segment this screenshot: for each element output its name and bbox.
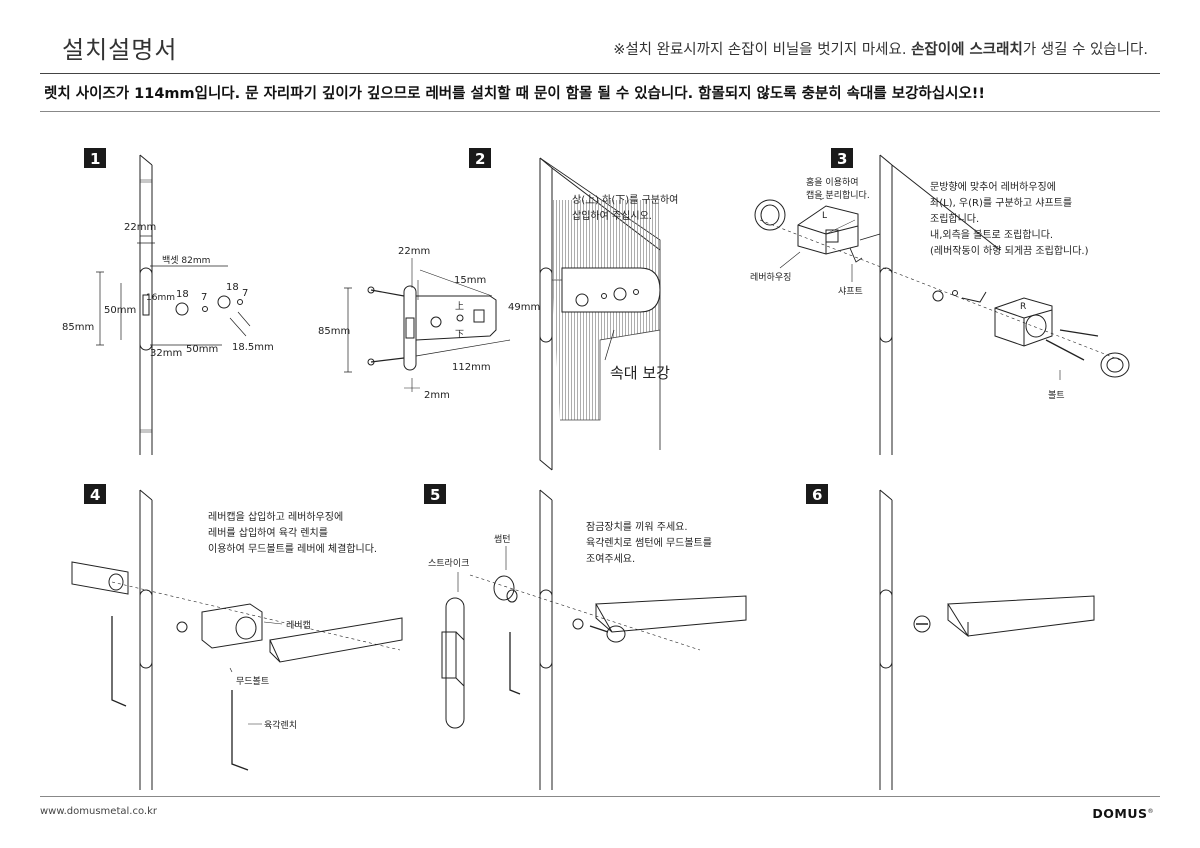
mark-up: 上 xyxy=(455,301,464,312)
spindle-hole-2 xyxy=(217,295,231,309)
step-3 xyxy=(754,148,1130,455)
latch-mortise xyxy=(139,267,153,351)
lever-4 xyxy=(269,617,403,663)
lever-cap-outer xyxy=(1100,352,1130,378)
step-3-note-3: 조립합니다. xyxy=(930,212,979,225)
dim2-2mm: 2mm xyxy=(424,390,450,401)
step-2-badge xyxy=(469,148,491,168)
step-3-number: 3 xyxy=(837,150,847,168)
moodbolt-label: 무드볼트 xyxy=(236,676,269,687)
step-2-number: 2 xyxy=(475,150,485,168)
dim-22mm: 22mm xyxy=(124,222,156,233)
step-4-note-3: 이용하여 무드볼트를 레버에 체결합니다. xyxy=(208,542,377,555)
page-title: 설치설명서 xyxy=(62,36,178,64)
step-2 xyxy=(344,148,661,471)
hexwrench-label: 육각렌치 xyxy=(264,719,297,731)
shaft-label: 샤프트 xyxy=(838,286,863,297)
dim2-22mm: 22mm xyxy=(398,246,430,257)
dim-50mm-b: 50mm xyxy=(186,344,218,355)
lever-cap-inner xyxy=(754,199,786,231)
lever-housing-r xyxy=(994,297,1053,347)
step-4-note-2: 레버를 삽입하여 육각 렌치를 xyxy=(208,526,328,539)
lever-6 xyxy=(947,595,1095,637)
thumbturn-label: 썸턴 xyxy=(494,534,511,545)
hex-wrench-2 xyxy=(231,690,249,771)
step-5-note-2: 육각렌치로 썸턴에 무드볼트를 xyxy=(586,537,712,549)
brand-mark: ® xyxy=(1147,807,1154,815)
warning-banner: 렛치 사이즈가 114mm입니다. 문 자리파기 깊이가 깊으므로 레버를 설치… xyxy=(44,86,986,102)
housing-label: 레버하우징 xyxy=(750,272,791,283)
brand-name: DOMUS xyxy=(1092,806,1148,821)
thumbturn-installed xyxy=(913,615,931,633)
step-6-number: 6 xyxy=(812,486,822,504)
lever-5 xyxy=(595,595,747,633)
step-2-note-2: 삽입하여 주십시오. xyxy=(572,209,652,222)
brand-logo: DOMUS® xyxy=(1092,806,1154,821)
mark-R: R xyxy=(1020,302,1026,312)
dim-85mm: 85mm xyxy=(62,322,94,333)
bolt-label: 볼트 xyxy=(1048,390,1065,401)
dim2-112mm: 112mm xyxy=(452,362,491,373)
notice-bold: 손잡이에 스크래치 xyxy=(911,42,1023,58)
dim-50mm: 50mm xyxy=(104,305,136,316)
strike-plate xyxy=(445,597,465,729)
step-3-note-5: (레버작동이 하향 되게끔 조립합니다.) xyxy=(930,244,1089,257)
step-3-note-4: 내,외측을 볼트로 조립합니다. xyxy=(930,228,1053,241)
lever-housing-l xyxy=(797,205,859,255)
notice-pre: ※설치 완료시까지 손잡이 비닐을 벗기지 마세요. xyxy=(613,42,912,58)
step-5-badge xyxy=(424,484,446,504)
dim-18-a: 18 xyxy=(176,289,189,300)
step-5-note-1: 잠금장치를 끼워 주세요. xyxy=(586,520,688,533)
step-4 xyxy=(71,484,403,790)
dim-backset: 백셋 82mm xyxy=(162,255,210,266)
levercap-label: 레버캡 xyxy=(286,619,311,631)
dim-18-5mm: 18.5mm xyxy=(232,342,274,353)
strike-label: 스트라이크 xyxy=(428,558,469,569)
dim2-15mm: 15mm xyxy=(454,275,486,286)
header-notice: ※설치 완료시까지 손잡이 비닐을 벗기지 마세요. 손잡이에 스크래치가 생길… xyxy=(613,38,1148,59)
mark-down: 下 xyxy=(455,330,464,340)
warning-divider xyxy=(40,111,1160,112)
step-1-badge xyxy=(84,148,106,168)
step-5-note-3: 조여주세요. xyxy=(586,553,635,565)
footer-url[interactable]: www.domusmetal.co.kr xyxy=(40,806,157,817)
dim-7-b: 7 xyxy=(242,288,248,299)
dim2-49mm: 49mm xyxy=(508,302,540,313)
door-edge xyxy=(139,154,153,455)
mark-L: L xyxy=(822,211,827,221)
dim-18-b: 18 xyxy=(226,282,239,293)
notice-post: 가 생길 수 있습니다. xyxy=(1022,42,1148,58)
step-3-badge xyxy=(831,148,853,168)
thumbturn-knob xyxy=(493,575,515,601)
dim-16mm: 16mm xyxy=(146,293,175,303)
step-4-note-1: 레버캡을 삽입하고 레버하우징에 xyxy=(208,510,343,523)
dim-32mm: 32mm xyxy=(150,348,182,359)
step-2-note-1: 상(上) 하(下)를 구분하여 xyxy=(572,193,678,206)
footer-divider xyxy=(40,796,1160,797)
step-4-number: 4 xyxy=(90,486,100,504)
groove-note-2: 캡을 분리합니다. xyxy=(806,189,870,201)
reinforce-label: 속대 보강 xyxy=(610,364,670,382)
step-1-number: 1 xyxy=(90,150,100,168)
step-6-badge xyxy=(806,484,828,504)
header-divider xyxy=(40,73,1160,74)
step-5-number: 5 xyxy=(430,486,440,504)
step-3-note-1: 문방향에 맞추어 레버하우징에 xyxy=(930,180,1056,193)
step-3-note-2: 좌(L), 우(R)를 구분하고 샤프트를 xyxy=(930,196,1072,209)
dim-7-a: 7 xyxy=(201,292,207,303)
dim2-85mm: 85mm xyxy=(318,326,350,337)
spindle-hole-1 xyxy=(175,302,189,316)
step-1 xyxy=(84,148,251,455)
latch-body xyxy=(415,295,497,341)
groove-note-1: 홈을 이용하여 xyxy=(806,176,859,188)
step-6 xyxy=(806,484,1095,790)
hex-wrench-1 xyxy=(111,616,127,707)
step-5 xyxy=(424,484,747,790)
latch-faceplate xyxy=(403,285,417,371)
step-4-badge xyxy=(84,484,106,504)
